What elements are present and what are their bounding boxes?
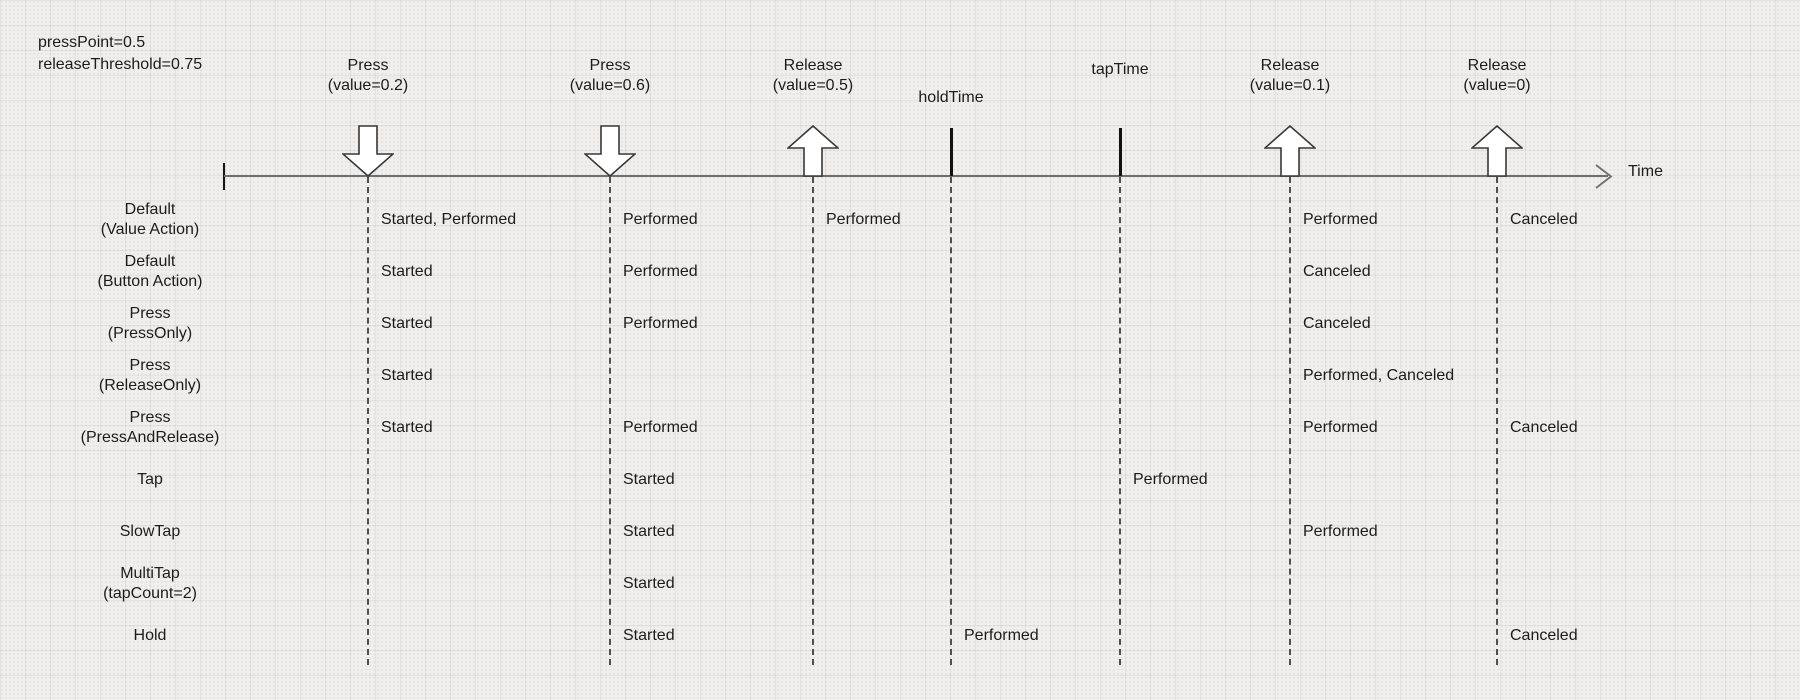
row-label-tap: Tap xyxy=(0,470,300,490)
annotation-text: Performed xyxy=(623,263,698,280)
row-label-line2: (PressAndRelease) xyxy=(80,429,220,446)
annotation-text: Performed xyxy=(623,419,698,436)
event-label-holdTime: holdTime xyxy=(831,88,1071,108)
up-arrow-icon-release-0 xyxy=(1471,125,1523,177)
up-arrow-icon-release-0.1 xyxy=(1264,125,1316,177)
row-label-line1: Press xyxy=(129,305,171,322)
annotation-text: Started xyxy=(623,471,675,488)
row-label-line2: (ReleaseOnly) xyxy=(98,377,202,394)
dashed-guide-line-release-0.1 xyxy=(1289,177,1291,665)
row-label-press: Press (ReleaseOnly) xyxy=(0,356,300,396)
annotation-text: Started xyxy=(623,575,675,592)
time-axis-label: Time xyxy=(1628,163,1663,180)
annotation-text: Performed xyxy=(1303,419,1378,436)
event-label-line2: (value=0.1) xyxy=(1249,77,1331,94)
event-label-line1: Release xyxy=(1467,57,1527,74)
annotation-text: Performed xyxy=(964,627,1039,644)
row-label-line2: (tapCount=2) xyxy=(103,585,197,602)
row-label-line1: Default xyxy=(124,253,176,270)
config-note: pressPoint=0.5 releaseThreshold=0.75 xyxy=(38,32,202,76)
annotation-text: Started xyxy=(381,419,433,436)
annotation-text: Performed, Canceled xyxy=(1303,367,1455,384)
annotation-text: Performed xyxy=(826,211,901,228)
event-label-release-0.5: Release (value=0.5) xyxy=(693,56,933,96)
event-label-line1: Press xyxy=(347,57,389,74)
row-label-press: Press (PressAndRelease) xyxy=(0,408,300,448)
row-label-slowtap: SlowTap xyxy=(0,522,300,542)
dashed-guide-line-press-0.2 xyxy=(367,177,369,665)
dashed-guide-line-release-0.5 xyxy=(812,177,814,665)
event-label-line2: (value=0.6) xyxy=(569,77,651,94)
event-label-line2: (value=0.2) xyxy=(327,77,409,94)
row-label-line1: Tap xyxy=(137,471,163,488)
time-tick-mark-tapTime xyxy=(1118,128,1122,176)
row-label-hold: Hold xyxy=(0,626,300,646)
axis-arrowhead-icon xyxy=(1595,164,1613,189)
annotation-text: Started, Performed xyxy=(381,211,517,228)
time-tick-mark-holdTime xyxy=(949,128,953,176)
dashed-guide-line-tapTime xyxy=(1119,177,1121,665)
dashed-guide-line-release-0 xyxy=(1496,177,1498,665)
down-arrow-icon-press-0.6 xyxy=(584,125,636,177)
row-label-default: Default (Button Action) xyxy=(0,252,300,292)
row-label-multitap: MultiTap (tapCount=2) xyxy=(0,564,300,604)
annotation-text: Started xyxy=(381,263,433,280)
annotation-text: Canceled xyxy=(1510,419,1578,436)
annotation-text: Started xyxy=(381,367,433,384)
row-label-line1: Hold xyxy=(133,627,167,644)
row-label-press: Press (PressOnly) xyxy=(0,304,300,344)
event-label-release-0: Release (value=0) xyxy=(1377,56,1617,96)
row-label-line1: SlowTap xyxy=(119,523,181,540)
annotation-text: Performed xyxy=(623,315,698,332)
up-arrow-icon-release-0.5 xyxy=(787,125,839,177)
row-label-line1: Press xyxy=(129,409,171,426)
event-label-tapTime: tapTime xyxy=(1000,60,1240,80)
annotation-text: Canceled xyxy=(1303,315,1371,332)
annotation-text: Canceled xyxy=(1510,211,1578,228)
annotation-text: Started xyxy=(623,627,675,644)
event-label-line1: Press xyxy=(589,57,631,74)
event-label-line1: Release xyxy=(1260,57,1320,74)
config-note-line1: pressPoint=0.5 xyxy=(38,34,146,51)
annotation-text: Started xyxy=(381,315,433,332)
row-label-line2: (Button Action) xyxy=(97,273,203,290)
event-label-press-0.6: Press (value=0.6) xyxy=(490,56,730,96)
event-label-line1: holdTime xyxy=(918,89,984,106)
event-label-line2: (value=0.5) xyxy=(772,77,854,94)
row-label-line1: Press xyxy=(129,357,171,374)
row-label-line1: Default xyxy=(124,201,176,218)
event-label-press-0.2: Press (value=0.2) xyxy=(248,56,488,96)
config-note-line2: releaseThreshold=0.75 xyxy=(38,56,203,73)
event-label-release-0.1: Release (value=0.1) xyxy=(1170,56,1410,96)
annotation-text: Performed xyxy=(1303,523,1378,540)
annotation-text: Canceled xyxy=(1303,263,1371,280)
annotation-text: Performed xyxy=(1303,211,1378,228)
row-label-line2: (Value Action) xyxy=(100,221,200,238)
event-label-line1: Release xyxy=(783,57,843,74)
dashed-guide-line-holdTime xyxy=(950,177,952,665)
annotation-text: Started xyxy=(623,523,675,540)
annotation-text: Performed xyxy=(623,211,698,228)
timeline-axis xyxy=(224,175,1608,177)
annotation-text: Performed xyxy=(1133,471,1208,488)
down-arrow-icon-press-0.2 xyxy=(342,125,394,177)
annotation-text: Canceled xyxy=(1510,627,1578,644)
row-label-default: Default (Value Action) xyxy=(0,200,300,240)
row-label-line2: (PressOnly) xyxy=(107,325,193,342)
row-label-line1: MultiTap xyxy=(120,565,180,582)
event-label-line2: (value=0) xyxy=(1463,77,1531,94)
dashed-guide-line-press-0.6 xyxy=(609,177,611,665)
event-label-line1: tapTime xyxy=(1091,61,1149,78)
